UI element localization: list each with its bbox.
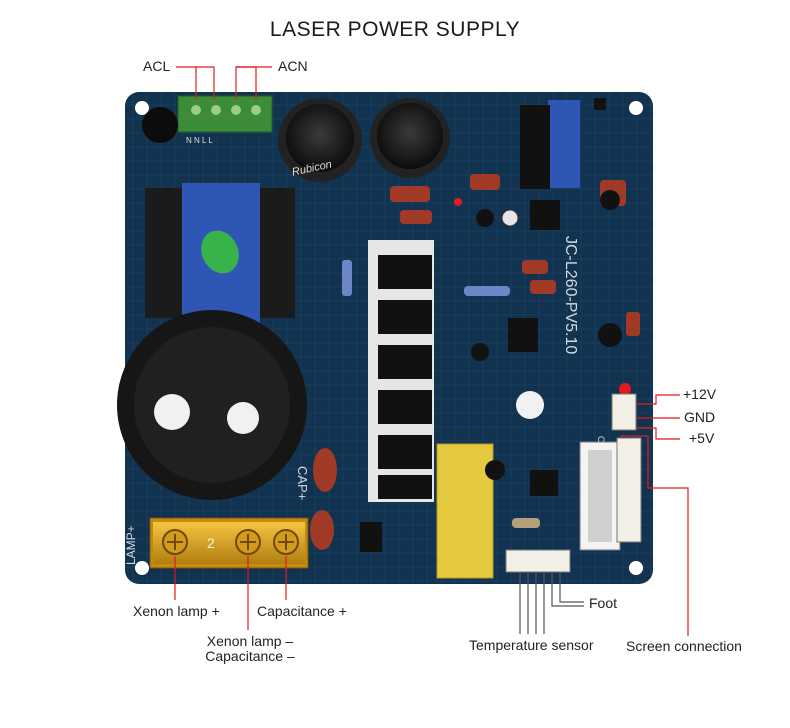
screen-connector xyxy=(579,437,642,551)
trigger-transformer xyxy=(436,443,494,579)
toroid-inductor xyxy=(117,310,307,500)
output-terminal-block: 2 xyxy=(149,517,309,569)
heatsink xyxy=(368,240,434,502)
foot-temp-connector xyxy=(505,549,571,573)
plus5v-label: +5V xyxy=(689,430,715,446)
xenon-minus-label: Xenon lamp – xyxy=(206,633,294,649)
mount-hole-icon xyxy=(135,101,149,115)
bulk-capacitors: Rubicon xyxy=(142,98,450,182)
ac-pin-text: N N L L xyxy=(186,136,213,145)
plus12v-leader xyxy=(636,394,680,405)
gray-leader-lines xyxy=(519,572,584,634)
foot-leader xyxy=(551,572,584,607)
capacitance-minus-label: Capacitance – xyxy=(205,648,295,664)
acl-label: ACL xyxy=(143,58,171,74)
foot-label: Foot xyxy=(589,595,618,611)
relay xyxy=(548,100,580,188)
power-out-connector xyxy=(611,393,637,431)
mount-hole-icon xyxy=(135,561,149,575)
ac-input-terminal: N N L L xyxy=(177,95,273,145)
small-components xyxy=(310,98,640,552)
plus12v-label: +12V xyxy=(683,386,717,402)
capacitance-plus-label: Capacitance + xyxy=(257,603,347,619)
xenon-plus-label: Xenon lamp + xyxy=(133,603,220,619)
terminal-number: 2 xyxy=(207,535,215,551)
mount-hole-icon xyxy=(629,101,643,115)
mount-hole-icon xyxy=(629,561,643,575)
cap-plus-silkscreen: CAP+ xyxy=(295,466,310,500)
bridge-rectifier xyxy=(520,105,550,189)
plus5v-leader xyxy=(636,427,680,440)
temperature-sensor-label: Temperature sensor xyxy=(469,637,594,653)
board-model-text: JC-L260-PV5.10 xyxy=(562,236,579,354)
leader-lines xyxy=(174,66,689,636)
lamp-plus-silkscreen: LAMP+ xyxy=(124,525,138,565)
acn-label: ACN xyxy=(278,58,308,74)
transformer xyxy=(145,183,295,323)
page-title: LASER POWER SUPPLY xyxy=(269,18,521,41)
gnd-label: GND xyxy=(684,409,716,425)
screen-connection-label: Screen connection xyxy=(626,638,742,654)
screen-connection-leader xyxy=(620,435,689,636)
